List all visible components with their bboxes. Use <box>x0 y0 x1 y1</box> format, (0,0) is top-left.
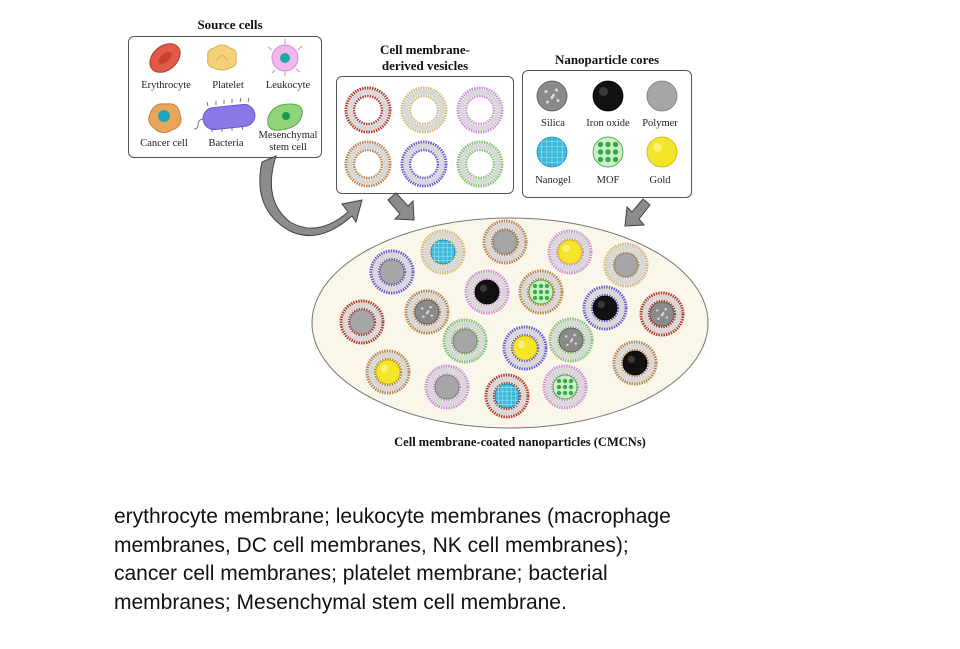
label-platelet: Platelet <box>212 80 244 91</box>
polymer-core-icon <box>492 229 518 255</box>
label-stem-cell-line2: stem cell <box>269 142 307 153</box>
label-nanogel: Nanogel <box>535 175 571 186</box>
nanogel-core-icon <box>536 136 568 168</box>
stem-cell-icon <box>267 103 303 131</box>
arrows <box>259 155 651 237</box>
cmcn-particle <box>639 291 685 337</box>
vesicle-icon <box>400 86 448 134</box>
caption-line: membranes, DC cell membranes, NK cell me… <box>114 533 629 557</box>
cmcn-particle <box>603 242 649 288</box>
bacteria-icon <box>193 97 256 132</box>
label-leukocyte: Leukocyte <box>265 80 311 91</box>
silica-core-icon <box>536 80 568 112</box>
gold-core-icon <box>557 239 583 265</box>
label-stem-cell-line1: Mesenchymal <box>258 130 318 141</box>
label-mof: MOF <box>596 175 620 186</box>
label-erythrocyte: Erythrocyte <box>141 80 191 91</box>
cmcn-particle <box>542 364 588 410</box>
platelet-icon <box>207 44 237 71</box>
leukocyte-icon <box>267 39 303 76</box>
cmcn-particle <box>548 317 594 363</box>
cmcn-figure: Source cells <box>128 17 709 449</box>
vesicle-icon <box>456 86 504 134</box>
caption-line: membranes; Mesenchymal stem cell membran… <box>114 590 567 614</box>
cmcn-title: Cell membrane-coated nanoparticles (CMCN… <box>394 435 646 449</box>
vesicles-icons <box>344 86 504 188</box>
mof-core-icon <box>528 279 554 305</box>
vesicle-icon <box>456 140 504 188</box>
down-arrow-cores-icon <box>624 198 651 227</box>
erythrocyte-icon <box>149 43 181 73</box>
polymer-core-icon <box>646 80 678 112</box>
vesicle-icon <box>400 140 448 188</box>
cmcn-particle <box>420 229 466 275</box>
cmcn-particle <box>365 349 411 395</box>
cmcn-particle <box>502 325 548 371</box>
cmcn-particle <box>484 373 530 419</box>
vesicle-icon <box>344 86 392 134</box>
gold-core-icon <box>646 136 678 168</box>
cmcn-particle <box>424 364 470 410</box>
cmcn-particle <box>339 299 385 345</box>
vesicles-title-line2: derived vesicles <box>381 58 469 73</box>
cmcn-particle <box>404 289 450 335</box>
cmcn-particle <box>369 249 415 295</box>
iron-oxide-core-icon <box>592 80 624 112</box>
cores-icons <box>536 80 678 168</box>
nanogel-core-icon <box>494 383 520 409</box>
label-bacteria: Bacteria <box>208 138 244 149</box>
cores-title: Nanoparticle cores <box>554 52 660 67</box>
silica-core-icon <box>414 299 440 325</box>
mof-core-icon <box>592 136 624 168</box>
source-cells-title: Source cells <box>197 17 263 32</box>
gold-core-icon <box>512 335 538 361</box>
cmcn-particle <box>464 269 510 315</box>
label-silica: Silica <box>541 118 565 129</box>
curved-arrow-icon <box>259 155 363 237</box>
vesicles-title-line1: Cell membrane- <box>380 42 470 57</box>
nanogel-core-icon <box>430 239 456 265</box>
vesicle-icon <box>344 140 392 188</box>
caption-line: erythrocyte membrane; leukocyte membrane… <box>114 505 671 528</box>
caption-line: cancer cell membranes; platelet membrane… <box>114 562 608 585</box>
gold-core-icon <box>375 359 401 385</box>
cmcn-particle <box>547 229 593 275</box>
polymer-core-icon <box>613 252 639 278</box>
cmcn-ellipse <box>311 217 709 429</box>
label-gold: Gold <box>649 175 671 186</box>
label-cancer-cell: Cancer cell <box>140 138 188 149</box>
cmcn-particle <box>582 285 628 331</box>
cmcn-particle <box>612 340 658 386</box>
iron-core-icon <box>622 350 648 376</box>
cmcn-particle <box>518 269 564 315</box>
polymer-core-icon <box>452 328 478 354</box>
cmcn-particle <box>482 219 528 265</box>
mof-core-icon <box>552 374 578 400</box>
silica-core-icon <box>558 327 584 353</box>
label-polymer: Polymer <box>642 118 678 129</box>
down-arrow-vesicles-icon <box>387 192 415 221</box>
iron-core-icon <box>474 279 500 305</box>
label-iron-oxide: Iron oxide <box>586 118 630 129</box>
cancer-cell-icon <box>148 103 182 134</box>
iron-core-icon <box>592 295 618 321</box>
polymer-core-icon <box>349 309 375 335</box>
source-cells-icons <box>148 39 303 134</box>
cmcn-particle <box>442 318 488 364</box>
caption-text: erythrocyte membrane; leukocyte membrane… <box>114 503 814 617</box>
polymer-core-icon <box>434 374 460 400</box>
silica-core-icon <box>649 301 675 327</box>
polymer-core-icon <box>379 259 405 285</box>
